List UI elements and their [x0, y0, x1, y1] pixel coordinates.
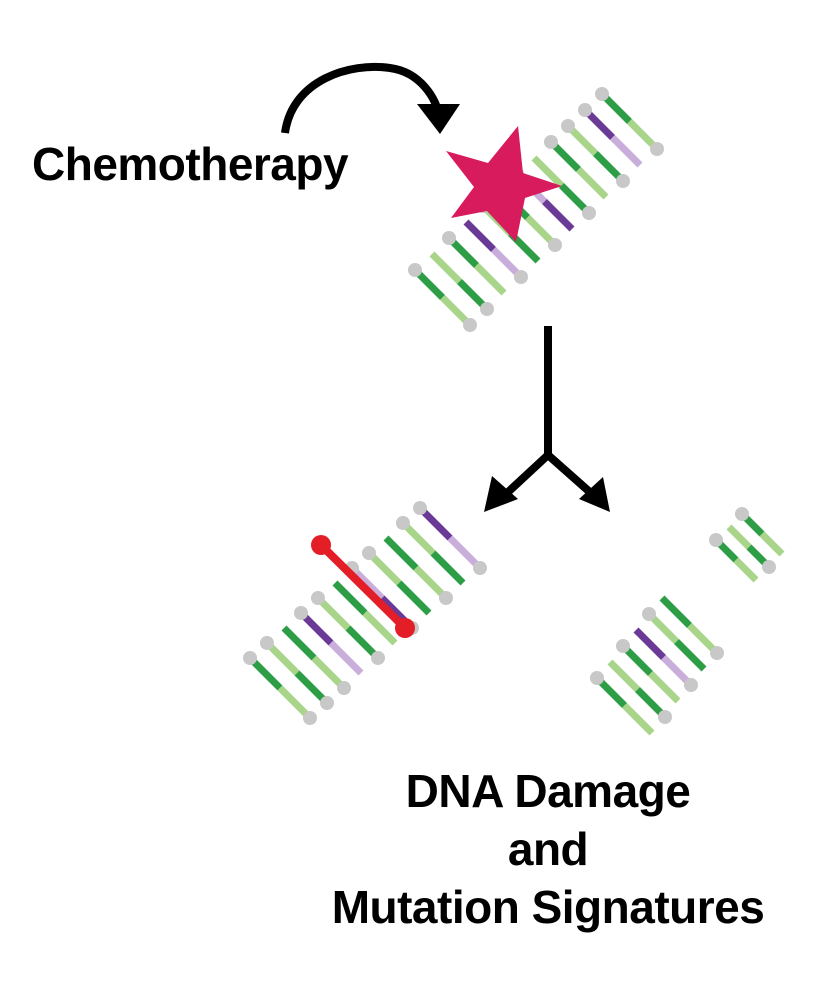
backbone-node — [337, 681, 351, 695]
backbone-node — [260, 636, 274, 650]
base-segment — [659, 595, 692, 628]
dna-helix-broken-lower — [590, 595, 724, 736]
result-label-line-1: DNA Damage — [405, 765, 691, 817]
backbone-node — [442, 231, 456, 245]
base-segment — [610, 135, 643, 168]
backbone-node — [561, 119, 575, 133]
backbone-node — [578, 103, 592, 117]
base-segment — [362, 610, 398, 646]
base-segment — [315, 595, 351, 631]
interstrand-crosslink-icon — [311, 535, 415, 638]
backbone-node — [396, 516, 410, 530]
dna-helix-intact — [408, 87, 664, 332]
result-label-line-2: and — [507, 823, 589, 875]
left-arrow-head — [484, 476, 518, 512]
backbone-node — [595, 87, 609, 101]
base-segment — [429, 251, 462, 284]
backbone-node — [371, 651, 385, 665]
base-segment — [332, 580, 368, 616]
branching-arrow — [484, 326, 610, 512]
base-segment — [366, 550, 402, 586]
dna-helix-crosslinked — [243, 501, 487, 725]
backbone-node — [616, 639, 630, 653]
base-segment — [396, 580, 432, 616]
base-segment — [733, 557, 759, 583]
base-segment — [247, 655, 283, 691]
backbone-node — [590, 671, 604, 685]
base-segment — [531, 155, 564, 188]
base-segment — [622, 703, 655, 736]
base-segment — [281, 625, 317, 661]
backbone-node — [473, 561, 487, 575]
backbone-node — [762, 560, 776, 574]
backbone-node — [616, 174, 630, 188]
base-segment — [474, 263, 507, 296]
backbone-node — [243, 651, 257, 665]
backbone-node — [439, 591, 453, 605]
backbone-node — [709, 533, 723, 547]
base-segment — [400, 520, 436, 556]
base-segment — [298, 610, 334, 646]
base-segment — [759, 531, 785, 557]
result-label-line-3: Mutation Signatures — [331, 881, 765, 933]
backbone-node — [408, 263, 422, 277]
right-arrow-head — [579, 477, 610, 512]
backbone-node — [480, 302, 494, 316]
base-segment — [463, 219, 496, 252]
backbone-node — [544, 135, 558, 149]
base-segment — [542, 199, 575, 232]
backbone-node — [320, 696, 334, 710]
base-segment — [447, 535, 483, 571]
base-segment — [311, 655, 347, 691]
curved-arrow — [281, 62, 444, 134]
backbone-node — [548, 238, 562, 252]
base-segment — [277, 685, 313, 721]
backbone-node — [684, 678, 698, 692]
result-label: DNA Damage and Mutation Signatures — [290, 762, 806, 936]
base-segment — [264, 640, 300, 676]
base-segment — [648, 671, 681, 704]
backbone-node — [658, 710, 672, 724]
backbone-node — [735, 507, 749, 521]
base-segment — [383, 535, 419, 571]
backbone-node — [582, 206, 596, 220]
base-segment — [633, 627, 666, 660]
backbone-node — [514, 270, 528, 284]
backbone-node — [642, 607, 656, 621]
base-segment — [430, 550, 466, 586]
base-segment — [349, 565, 385, 601]
base-segment — [345, 625, 381, 661]
backbone-node — [294, 606, 308, 620]
base-segment — [607, 659, 640, 692]
backbone-node — [303, 711, 317, 725]
backbone-node — [650, 142, 664, 156]
base-segment — [328, 640, 364, 676]
chemotherapy-label: Chemotherapy — [32, 138, 349, 190]
backbone-node — [710, 646, 724, 660]
curved-arrow-head — [417, 104, 460, 134]
base-segment — [417, 505, 453, 541]
backbone-node — [362, 546, 376, 560]
base-segment — [726, 524, 752, 550]
backbone-node — [413, 501, 427, 515]
backbone-node — [311, 591, 325, 605]
base-segment — [674, 639, 707, 672]
base-segment — [413, 565, 449, 601]
star-icon — [446, 126, 562, 242]
base-segment — [576, 167, 609, 200]
base-segment — [294, 670, 330, 706]
backbone-node — [463, 318, 477, 332]
dna-helix-broken-upper — [709, 507, 785, 583]
